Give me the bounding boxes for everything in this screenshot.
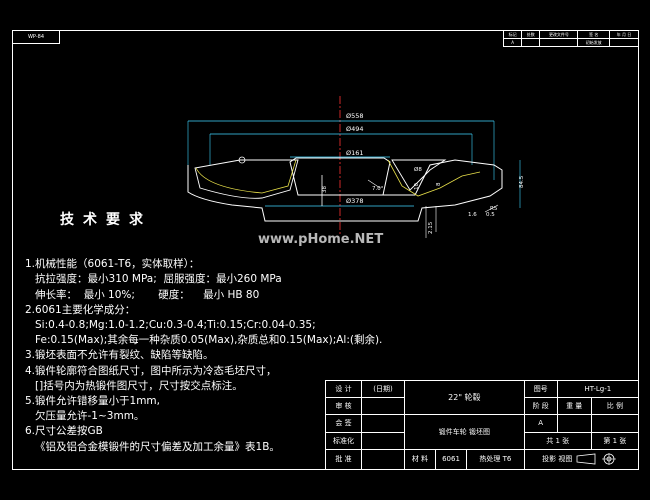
part-name: 22" 轮毂 — [404, 379, 525, 416]
title-block: 设 计 (日期) 22" 轮毂 图号 HT-Lg-1 审 核 阶 段 重 量 比… — [325, 379, 640, 471]
drawing-tag: WP-84 — [12, 30, 60, 44]
note-line: 2.6061主要化学成分： — [25, 303, 136, 316]
dim-text: 0.5 — [486, 212, 495, 218]
dim-text: Ø494 — [346, 125, 364, 133]
machined-outline-right — [387, 159, 481, 197]
check-value — [361, 414, 405, 433]
material-label: 材 料 — [404, 448, 436, 471]
rev-cell — [521, 38, 541, 47]
check-label: 会 签 — [325, 414, 362, 433]
dim-text: 8 — [436, 182, 442, 186]
dim-text: Ø558 — [346, 112, 364, 120]
design-label: 设 计 — [325, 379, 362, 399]
drawing-no: HT-Lg-1 — [556, 379, 640, 399]
revision-row: A 初始发放 — [502, 38, 640, 47]
note-line: Fe:0.15(Max);其余每一种杂质0.05(Max),杂质总和0.15(M… — [25, 334, 383, 347]
weight-label: 重 量 — [556, 397, 592, 416]
dim-text: Ø378 — [346, 197, 364, 205]
wheel-right-pocket — [391, 159, 447, 191]
drawing-border — [12, 30, 639, 470]
tech-notes: 1.机械性能（6061-T6，实体取样）： 抗拉强度：最小310 MPa; 屈服… — [25, 242, 382, 470]
dim-text: 10 — [414, 183, 420, 190]
note-line: 《铝及铝合金模锻件的尺寸偏差及加工余量》表1B。 — [25, 440, 280, 453]
stage-value: A — [523, 414, 558, 433]
weight-value — [556, 414, 592, 433]
revision-header-row: 标记 处数 更改文件号 签 名 年 月 日 — [502, 30, 640, 39]
dim-text: Ø161 — [346, 149, 364, 157]
note-line: 4.锻件轮廓符合图纸尺寸，图中所示为冷态毛坯尺寸， — [25, 364, 277, 377]
note-line: Si:0.4-0.8;Mg:1.0-1.2;Cu:0.3-0.4;Ti:0.15… — [25, 319, 316, 332]
review-value — [361, 397, 405, 416]
drawing-no-label: 图号 — [523, 379, 558, 399]
dim-text: 7.0° — [372, 186, 384, 192]
hole-marker — [238, 156, 246, 164]
note-line: 欠压量允许-1~3mm。 — [25, 410, 145, 423]
dim-text: 2.15 — [428, 221, 434, 234]
review-label: 审 核 — [325, 397, 362, 416]
note-line: 3.锻坯表面不允许有裂纹、缺陷等缺陷。 — [25, 349, 214, 362]
heat-cell: 热处理 T6 — [466, 448, 525, 471]
scale-label: 比 例 — [590, 397, 640, 416]
sheet-total: 共 1 张 — [523, 431, 592, 450]
tech-requirements-title: 技术要求 — [60, 212, 152, 228]
machined-outline-left — [195, 159, 297, 194]
note-line: 抗拉强度：最小310 MPa; 屈服强度：最小260 MPa — [25, 273, 282, 286]
heat-value: T6 — [502, 455, 512, 464]
projection-symbol-icon — [576, 453, 616, 466]
symbol-label: 投影 视图 — [542, 455, 573, 464]
stage-label: 阶 段 — [523, 397, 558, 416]
dim-text: 1.6 — [468, 212, 477, 218]
note-line: []括号内为热锻件图尺寸，尺寸按交点标注。 — [25, 379, 243, 392]
radius-leader — [484, 204, 499, 213]
angle-leader — [367, 179, 381, 189]
rev-cell — [608, 38, 640, 47]
scale-value — [590, 414, 640, 433]
heat-label: 热处理 — [479, 455, 501, 464]
note-line: 5.锻件允许错移量小于1mm, — [25, 395, 160, 408]
rev-cell: 初始发放 — [577, 38, 610, 47]
note-line: 1.机械性能（6061-T6，实体取样）： — [25, 258, 200, 271]
approve-value — [361, 448, 405, 471]
note-line: 伸长率： 最小 10%; 硬度： 最小 HB 80 — [25, 288, 260, 301]
standard-value — [361, 431, 405, 450]
note-line: 6.尺寸公差按GB — [25, 425, 103, 438]
material-value: 6061 — [435, 448, 467, 471]
wheel-left-pocket — [194, 159, 299, 199]
wheel-profile-outline — [187, 157, 503, 222]
standard-label: 标准化 — [325, 431, 362, 450]
design-value: (日期) — [361, 379, 405, 399]
watermark: www.pHome.NET — [258, 232, 384, 247]
revision-table: 标记 处数 更改文件号 签 名 年 月 日 A 初始发放 — [502, 30, 640, 47]
dim-text: R5 — [490, 206, 498, 212]
approve-label: 批 准 — [325, 448, 362, 471]
dim-text: Ø8 — [414, 166, 422, 173]
projection-symbol-cell: 投影 视图 — [523, 448, 640, 471]
sheet-no: 第 1 张 — [590, 431, 640, 450]
dim-text: 84.5 — [519, 175, 525, 188]
drawing-type: 锻件车轮 锻坯图 — [404, 414, 525, 450]
dim-text: 38 — [322, 186, 328, 193]
